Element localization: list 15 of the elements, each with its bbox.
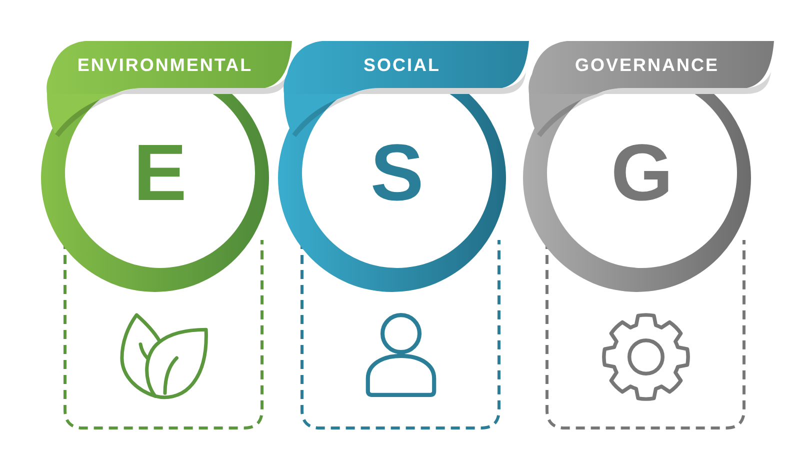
ring-letter: S bbox=[370, 133, 424, 213]
letter-ring bbox=[523, 94, 751, 292]
dashed-frame bbox=[63, 240, 264, 430]
banner-title: SOCIAL bbox=[363, 56, 440, 74]
ring-letter: E bbox=[133, 133, 187, 213]
dashed-frame bbox=[545, 240, 746, 430]
banner-title: ENVIRONMENTAL bbox=[77, 56, 253, 74]
letter-ring bbox=[278, 94, 506, 292]
ribbon-banner bbox=[45, 38, 293, 94]
dashed-frame bbox=[300, 240, 501, 430]
banner-title: GOVERNANCE bbox=[574, 56, 719, 74]
ribbon-banner bbox=[527, 38, 775, 94]
ribbon-banner bbox=[282, 38, 530, 94]
letter-ring bbox=[41, 94, 269, 292]
ring-letter: G bbox=[610, 133, 674, 213]
